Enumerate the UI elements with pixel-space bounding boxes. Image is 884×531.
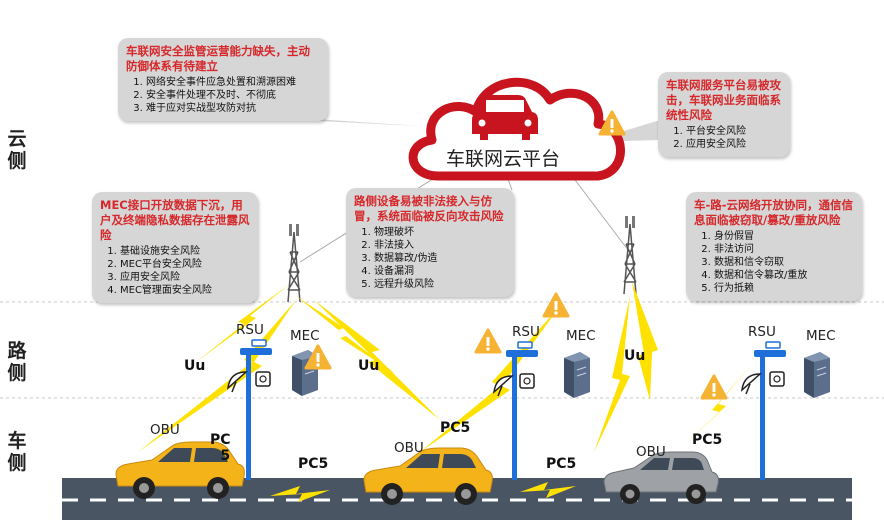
mec-server-icon <box>804 352 830 398</box>
car-icon <box>472 95 538 140</box>
callout-title: 车-路-云网络开放协同，通信信息面临被窃取/篡改/重放风险 <box>694 198 854 227</box>
mec-label: MEC <box>566 328 596 344</box>
risk-list: 基础设施安全风险 MEC平台安全风险 应用安全风险 MEC管理面安全风险 <box>100 245 250 297</box>
camera-icon <box>255 371 271 387</box>
rsu-pole <box>240 339 272 480</box>
risk-list: 网络安全事件应急处置和溯源困难 安全事件处理不及时、不彻底 难于应对实战型攻防对… <box>126 76 320 115</box>
mec-label: MEC <box>290 328 320 344</box>
uu-link-bolt <box>314 300 440 420</box>
risk-item: MEC平台安全风险 <box>120 258 250 271</box>
warning-icon-group <box>304 110 728 400</box>
warning-icon <box>700 374 728 400</box>
satellite-dish-icon <box>741 373 762 395</box>
rsu-pole <box>506 341 538 480</box>
risk-item: 难于应对实战型攻防对抗 <box>146 102 320 115</box>
obu-label: OBU <box>394 440 424 456</box>
mec-label: MEC <box>806 328 836 344</box>
obu-label: OBU <box>636 444 666 460</box>
camera-icon <box>769 371 785 387</box>
layer-label-road: 路 侧 <box>7 340 27 384</box>
uu-label: Uu <box>624 348 646 364</box>
warning-icon <box>598 110 626 136</box>
pc5-link-bolt <box>680 360 756 448</box>
risk-item: 行为抵赖 <box>714 282 854 295</box>
risk-item: 数据篡改/伪造 <box>374 252 506 265</box>
cloud-platform-title: 车联网云平台 <box>446 148 561 170</box>
layer-label-vehicle: 车 侧 <box>7 430 27 474</box>
callout-mec-risk: MEC接口开放数据下沉，用户及终端隐私数据存在泄露风险 基础设施安全风险 MEC… <box>92 192 258 303</box>
risk-item: 非法接入 <box>374 239 506 252</box>
tower-icon <box>287 224 301 303</box>
callout-title: 车联网服务平台易被攻击，车联网业务面临系统性风险 <box>666 78 781 122</box>
car-gray-icon <box>603 451 719 504</box>
pc5-label-split: PC 5 <box>210 432 231 464</box>
uu-link-bolt <box>196 284 290 362</box>
pc5-label-part: PC <box>210 432 231 448</box>
rsu-pole <box>754 341 786 480</box>
risk-list: 平台安全风险 应用安全风险 <box>666 125 782 151</box>
satellite-dish-icon <box>493 375 514 397</box>
rsu-label: RSU <box>236 322 264 338</box>
risk-item: 非法访问 <box>714 243 854 256</box>
pc5-link-bolt <box>270 486 330 502</box>
risk-item: 远程升级风险 <box>374 278 506 291</box>
risk-item: 应用安全风险 <box>686 138 782 151</box>
risk-item: 物理破坏 <box>374 226 506 239</box>
pc5-label: PC5 <box>546 456 577 472</box>
callout-title: 路侧设备易被非法接入与仿冒，系统面临被反向攻击风险 <box>354 194 504 223</box>
risk-item: 数据和信令窃取 <box>714 256 854 269</box>
uu-label: Uu <box>184 358 206 374</box>
satellite-dish-icon <box>227 371 248 393</box>
camera-icon <box>519 373 535 389</box>
callout-title: 车联网安全监管运营能力缺失，主动防御体系有待建立 <box>126 44 310 73</box>
uu-label: Uu <box>358 358 380 374</box>
uu-link-bolt <box>594 296 630 452</box>
pc5-label-part: 5 <box>220 448 231 464</box>
risk-list: 物理破坏 非法接入 数据篡改/伪造 设备漏洞 远程升级风险 <box>354 226 506 291</box>
car-yellow-icon <box>115 441 245 499</box>
callout-roadside-risk: 路侧设备易被非法接入与仿冒，系统面临被反向攻击风险 物理破坏 非法接入 数据篡改… <box>346 188 514 297</box>
rsu-label: RSU <box>512 324 540 340</box>
mec-server-icon <box>564 352 590 398</box>
risk-item: 数据和信令篡改/重放 <box>714 269 854 282</box>
car-yellow-icon <box>363 447 493 505</box>
uu-link-bolt <box>296 296 396 374</box>
risk-item: 安全事件处理不及时、不彻底 <box>146 89 320 102</box>
callout-cloud-ops-risk: 车联网安全监管运营能力缺失，主动防御体系有待建立 网络安全事件应急处置和溯源困难… <box>118 38 328 121</box>
callout-vehicle-road-cloud-risk: 车-路-云网络开放协同，通信信息面临被窃取/篡改/重放风险 身份假冒 非法访问 … <box>686 192 862 301</box>
warning-icon <box>304 344 332 370</box>
uu-link-bolt <box>632 282 658 400</box>
callout-service-platform-risk: 车联网服务平台易被攻击，车联网业务面临系统性风险 平台安全风险 应用安全风险 <box>658 72 790 157</box>
risk-item: 设备漏洞 <box>374 265 506 278</box>
risk-item: 平台安全风险 <box>686 125 782 138</box>
rsu-label: RSU <box>748 324 776 340</box>
obu-label: OBU <box>150 422 180 438</box>
warning-icon <box>474 328 502 354</box>
warning-icon <box>542 292 570 318</box>
tower-icon <box>623 216 637 295</box>
risk-item: 应用安全风险 <box>120 271 250 284</box>
layer-label-cloud: 云 侧 <box>7 128 27 172</box>
pc5-link-bolt <box>520 482 576 498</box>
risk-list: 身份假冒 非法访问 数据和信令窃取 数据和信令篡改/重放 行为抵赖 <box>694 230 854 295</box>
callout-title: MEC接口开放数据下沉，用户及终端隐私数据存在泄露风险 <box>100 198 250 242</box>
risk-item: 网络安全事件应急处置和溯源困难 <box>146 76 320 89</box>
risk-item: 基础设施安全风险 <box>120 245 250 258</box>
pc5-label: PC5 <box>440 420 471 436</box>
pc5-label: PC5 <box>692 432 723 448</box>
risk-item: MEC管理面安全风险 <box>120 284 250 297</box>
risk-item: 身份假冒 <box>714 230 854 243</box>
pc5-label: PC5 <box>298 456 329 472</box>
